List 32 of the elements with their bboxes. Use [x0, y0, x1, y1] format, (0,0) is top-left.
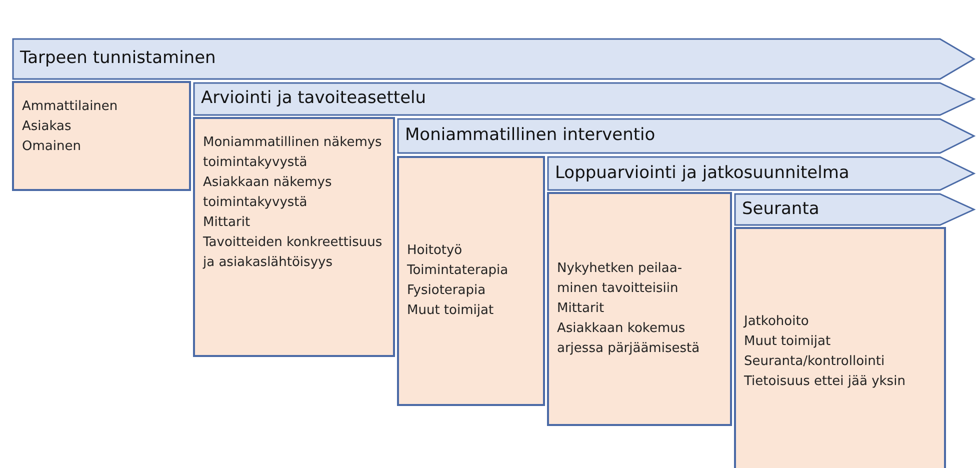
- list-item: Asiakkaan kokemus arjessa pärjäämisestä: [557, 320, 701, 358]
- list-item: Moniammatillinen näkemys toimintakyvystä: [203, 134, 383, 172]
- list-item: Omainen: [22, 138, 82, 156]
- content-box: [547, 192, 732, 426]
- list-item: Muut toimijat: [407, 302, 495, 320]
- step-title: Tarpeen tunnistaminen: [20, 48, 216, 68]
- list-item: Asiakkaan näkemys toimintakyvystä: [203, 174, 333, 212]
- list-item: Tietoisuus ettei jää yksin: [744, 373, 906, 391]
- list-item: Hoitotyö: [407, 242, 464, 260]
- content-box: [193, 117, 395, 357]
- step-title: Arviointi ja tavoiteasettelu: [201, 88, 426, 108]
- content-box: [734, 227, 946, 468]
- list-item: Toimintaterapia: [407, 262, 510, 280]
- list-item: Jatkohoito: [744, 313, 810, 331]
- list-item: Fysioterapia: [407, 282, 487, 300]
- list-item: Asiakas: [22, 118, 72, 136]
- list-item: Mittarit: [557, 300, 606, 318]
- list-item: Mittarit: [203, 214, 252, 232]
- list-item: Nykyhetken peilaa- minen tavoitteisiin: [557, 260, 684, 298]
- phase-banner: [193, 82, 975, 116]
- list-item: Seuranta/kontrollointi: [744, 353, 886, 371]
- list-item: Muut toimijat: [744, 333, 832, 351]
- list-item: Ammattilainen: [22, 98, 119, 116]
- phase-banner: [397, 118, 975, 154]
- list-item: Tavoitteiden konkreettisuus ja asiakaslähtöisyys: [203, 234, 384, 272]
- step-title: Seuranta: [742, 198, 820, 218]
- step-title: Moniammatillinen interventio: [405, 125, 656, 145]
- step-title: Loppuarviointi ja jatkosuunnitelma: [555, 162, 850, 182]
- content-box: [12, 81, 191, 191]
- phase-banner: [547, 156, 975, 191]
- content-box: [397, 156, 545, 406]
- phase-banner: [12, 38, 975, 80]
